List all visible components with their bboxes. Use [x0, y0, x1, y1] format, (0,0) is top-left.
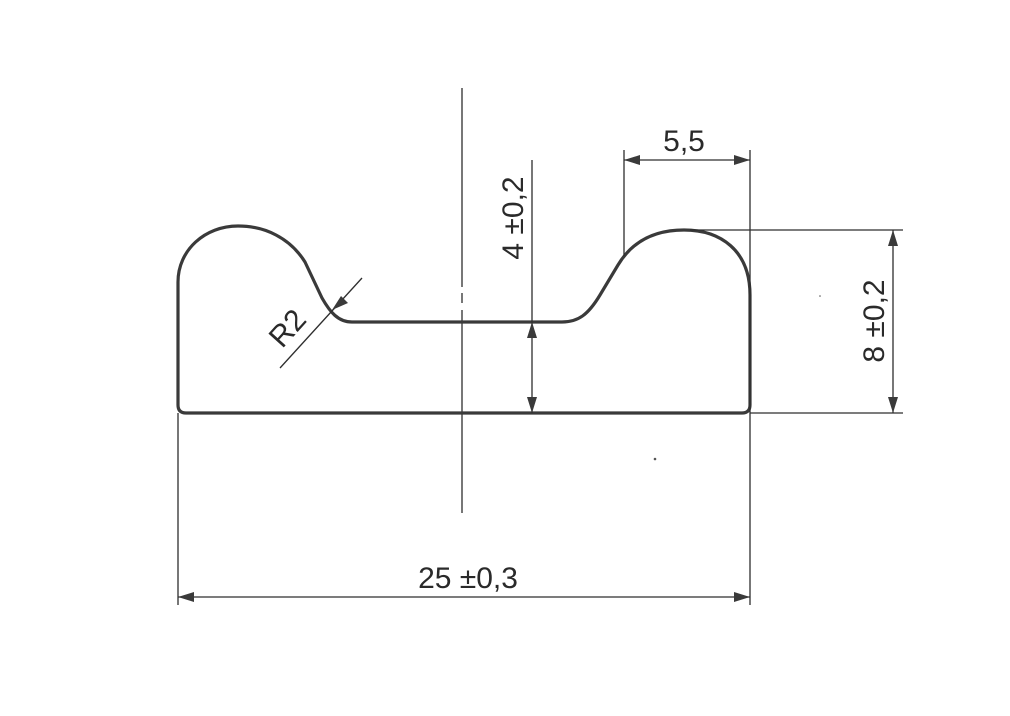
part-profile [176, 224, 752, 415]
dimension-label-groove-height: 4 ±0,2 [497, 176, 530, 259]
dimension-label-radius: R2 [263, 303, 313, 354]
dimension-groove-height: 4 ±0,2 [497, 160, 537, 413]
scan-speck [819, 295, 821, 297]
dimension-label-height: 8 ±0,2 [858, 279, 891, 362]
extension-lines [177, 150, 903, 605]
dimension-label-bump-width: 5,5 [663, 125, 705, 158]
scan-speck [653, 457, 657, 461]
dimension-overall-width: 25 ±0,3 [178, 562, 750, 602]
dimension-overall-height: 8 ±0,2 [858, 230, 898, 413]
dimension-bump-width: 5,5 [624, 125, 750, 165]
dimension-label-width: 25 ±0,3 [418, 562, 518, 595]
